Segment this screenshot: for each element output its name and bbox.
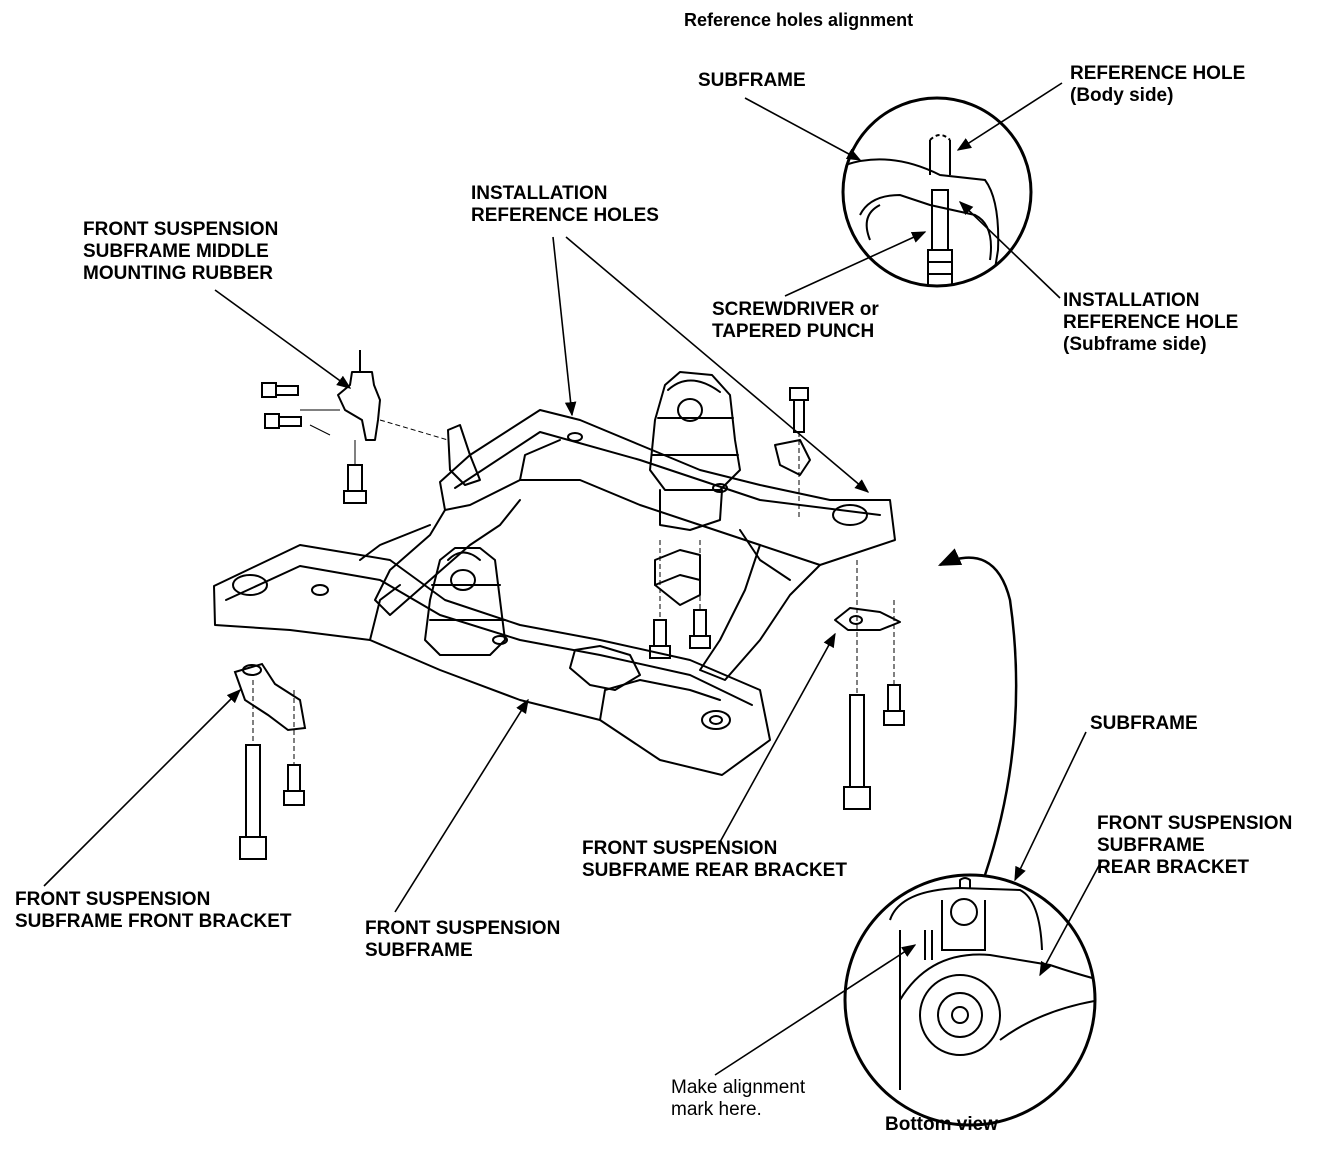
label-line: Make alignment <box>671 1077 806 1098</box>
label-line: MOUNTING RUBBER <box>83 263 273 284</box>
leader-lines <box>43 82 1103 1076</box>
label-line: SCREWDRIVER or <box>712 299 879 320</box>
label-line: REFERENCE HOLE <box>1070 63 1246 84</box>
label-line: SUBFRAME <box>365 940 473 961</box>
label-reference-hole-body: REFERENCE HOLE (Body side) <box>1070 63 1245 107</box>
label-installation-reference-hole-subframe: INSTALLATION REFERENCE HOLE (Subframe si… <box>1063 290 1238 356</box>
label-line: (Subframe side) <box>1063 334 1207 355</box>
label-line: FRONT SUSPENSION <box>582 838 778 859</box>
label-line: SUBFRAME MIDDLE <box>83 241 269 262</box>
label-line: REFERENCE HOLES <box>471 205 659 226</box>
reference-hole-detail <box>841 96 1033 288</box>
diagram-title: Reference holes alignment <box>684 10 914 30</box>
label-line: Bottom view <box>885 1114 998 1135</box>
label-rear-bracket-right: FRONT SUSPENSION SUBFRAME REAR BRACKET <box>1097 813 1292 879</box>
label-line: FRONT SUSPENSION <box>83 219 279 240</box>
label-line: SUBFRAME FRONT BRACKET <box>15 911 292 932</box>
view-link-arrow <box>937 548 1018 876</box>
label-line: INSTALLATION <box>471 183 608 204</box>
label-line: REFERENCE HOLE <box>1063 312 1239 333</box>
bottom-view-detail <box>843 873 1097 1127</box>
label-front-subframe: FRONT SUSPENSION SUBFRAME <box>365 918 560 962</box>
label-line: (Body side) <box>1070 85 1174 106</box>
label-line: REAR BRACKET <box>1097 857 1249 878</box>
label-line: INSTALLATION <box>1063 290 1200 311</box>
bolts <box>233 382 905 860</box>
label-bottom-view: Bottom view <box>885 1114 998 1136</box>
label-line: SUBFRAME REAR BRACKET <box>582 860 847 881</box>
subframe-assembly <box>213 371 901 776</box>
label-front-bracket: FRONT SUSPENSION SUBFRAME FRONT BRACKET <box>15 889 292 933</box>
label-screwdriver: SCREWDRIVER or TAPERED PUNCH <box>712 299 879 343</box>
label-line: FRONT SUSPENSION <box>365 918 561 939</box>
label-line: FRONT SUSPENSION <box>15 889 211 910</box>
label-line: FRONT SUSPENSION <box>1097 813 1293 834</box>
label-alignment-mark: Make alignment mark here. <box>671 1077 805 1121</box>
label-line: SUBFRAME <box>1090 713 1198 734</box>
middle-mounting-rubber <box>300 350 481 486</box>
label-line: SUBFRAME <box>1097 835 1205 856</box>
label-installation-reference-holes: INSTALLATION REFERENCE HOLES <box>471 183 659 227</box>
label-line: mark here. <box>671 1099 762 1120</box>
label-rear-bracket-center: FRONT SUSPENSION SUBFRAME REAR BRACKET <box>582 838 847 882</box>
label-middle-mounting-rubber: FRONT SUSPENSION SUBFRAME MIDDLE MOUNTIN… <box>83 219 278 285</box>
label-line: TAPERED PUNCH <box>712 321 875 342</box>
label-subframe-bottom: SUBFRAME <box>1090 713 1198 735</box>
label-subframe-top: SUBFRAME <box>698 70 806 92</box>
label-line: SUBFRAME <box>698 70 806 91</box>
